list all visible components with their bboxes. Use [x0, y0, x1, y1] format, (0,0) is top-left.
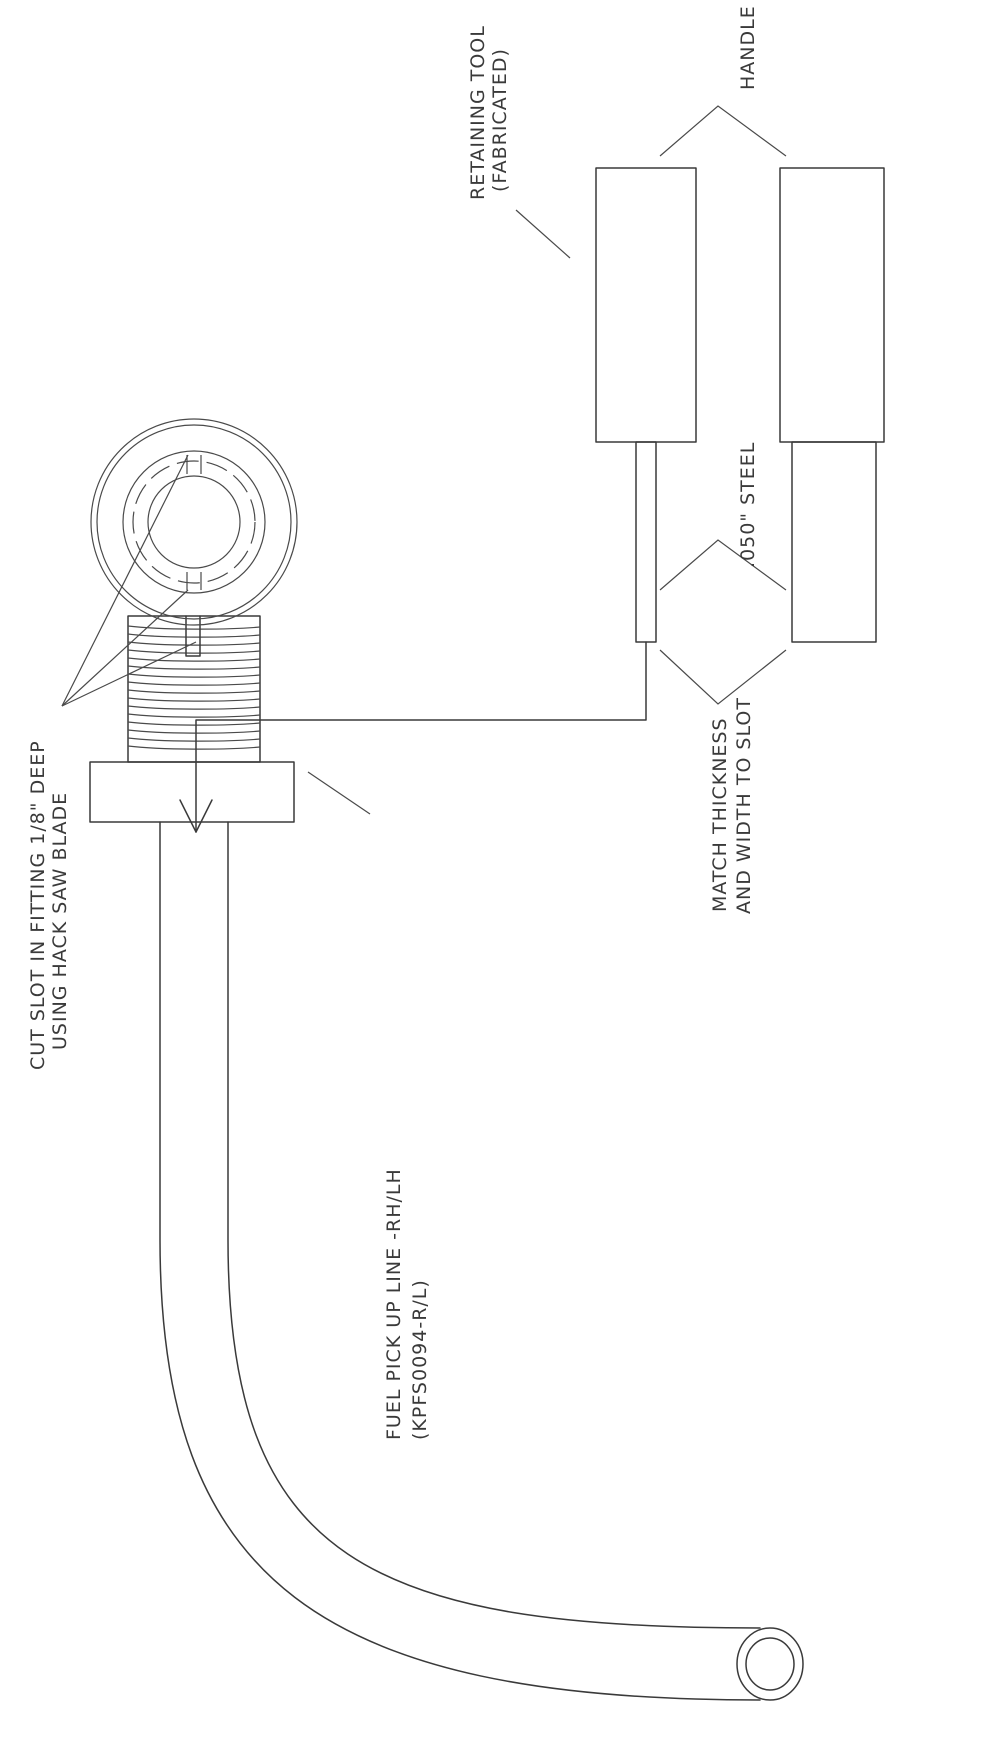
thread-line	[127, 633, 261, 638]
fuel-line-label-2: (KPFS0094-R/L)	[409, 1279, 431, 1440]
fitting-flange	[89, 761, 295, 823]
thread-line	[127, 705, 261, 710]
fuel-line-leader	[307, 771, 371, 815]
cut-slot-leaders	[61, 454, 197, 707]
thread-line	[127, 625, 261, 630]
handle-label: HANDLE	[737, 5, 759, 90]
retaining-tool-label-1: RETAINING TOOL	[467, 25, 489, 200]
thread-line	[127, 673, 261, 678]
thread-line	[127, 689, 261, 694]
fuel-pickup-tube	[159, 821, 804, 1701]
steel-leader	[659, 539, 787, 591]
thread-line	[127, 745, 261, 750]
retaining-tool-left	[595, 167, 697, 643]
fuel-line-label-1: FUEL PICK UP LINE -RH/LH	[383, 1168, 405, 1440]
cut-slot-label-2: USING HACK SAW BLADE	[49, 792, 71, 1050]
match-leader	[659, 649, 787, 705]
insertion-arrow	[179, 641, 647, 833]
fitting-end-view	[90, 418, 298, 626]
thread-line	[127, 737, 261, 742]
thread-line	[127, 729, 261, 734]
match-label-2: AND WIDTH TO SLOT	[733, 697, 755, 914]
thread-line	[127, 641, 261, 646]
steel-label: .050" STEEL	[737, 442, 759, 568]
threaded-fitting	[127, 615, 261, 763]
thread-line	[127, 721, 261, 726]
thread-line	[127, 649, 261, 654]
thread-line	[127, 697, 261, 702]
match-label-1: MATCH THICKNESS	[709, 717, 731, 912]
retaining-tool-leader	[515, 209, 571, 259]
handle-leader	[659, 105, 787, 157]
cut-slot-label-1: CUT SLOT IN FITTING 1/8" DEEP	[27, 740, 49, 1070]
thread-line	[127, 657, 261, 662]
thread-line	[127, 665, 261, 670]
thread-line	[127, 713, 261, 718]
retaining-tool-label-2: (FABRICATED)	[489, 48, 511, 192]
thread-line	[127, 681, 261, 686]
retaining-tool-right	[779, 167, 885, 643]
